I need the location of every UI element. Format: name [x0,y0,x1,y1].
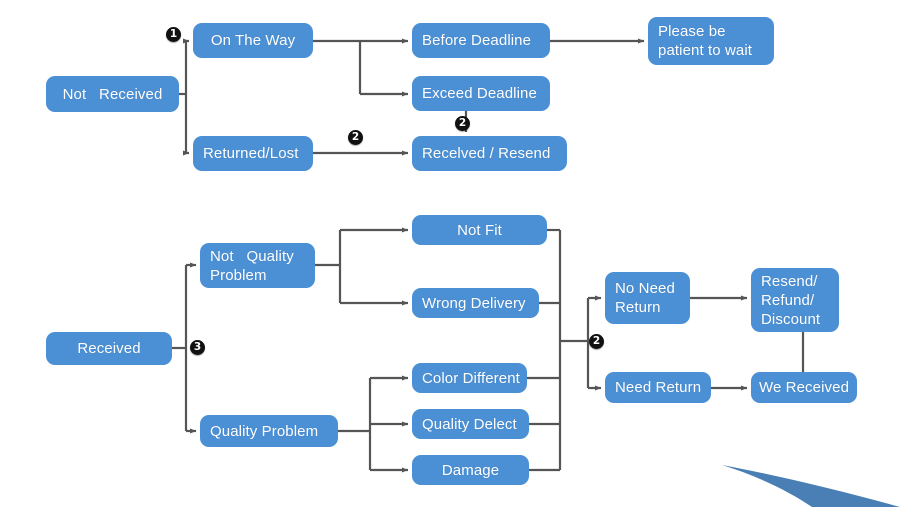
node-exceed-deadline[interactable]: Exceed Deadline [412,76,550,111]
node-label-line1: Please be [658,23,726,40]
node-color-different[interactable]: Color Different [412,363,527,393]
node-please-be-patient[interactable]: Please be patient to wait [648,17,774,65]
node-label: Returned/Lost [203,145,299,162]
node-resend-refund-discount[interactable]: Resend/ Refund/ Discount [751,268,839,332]
node-label-line1: No Need [615,280,675,297]
node-quality-problem[interactable]: Quality Problem [200,415,338,447]
node-label-line2: Refund/ [761,291,815,309]
node-need-return[interactable]: Need Return [605,372,711,403]
node-damage[interactable]: Damage [412,455,529,485]
node-label-line2: Problem [210,266,267,284]
node-on-the-way[interactable]: On The Way [193,23,313,58]
node-label-line2: Return [615,299,661,316]
node-label: Exceed Deadline [422,85,537,102]
node-label-line1: Resend/ [761,272,818,290]
node-label: Need Return [615,379,702,396]
node-label-line2: patient to wait [658,42,753,59]
node-label: Quality Problem [210,422,319,440]
node-before-deadline[interactable]: Before Deadline [412,23,550,58]
node-not-received[interactable]: Not Received [46,76,179,112]
blue-swoosh-icon [722,465,900,507]
node-returned-lost[interactable]: Returned/Lost [193,136,313,171]
marker-1-icon: 1 [166,27,181,42]
node-label: Wrong Delivery [422,294,526,312]
marker-2-top-icon: 2 [348,130,363,145]
node-not-fit[interactable]: Not Fit [412,215,547,245]
node-we-received[interactable]: We Received [751,372,857,403]
node-no-need-return[interactable]: No Need Return [605,272,690,324]
node-label: We Received [758,379,850,396]
node-label: Before Deadline [422,32,532,49]
node-label: Not Received [62,85,163,103]
node-label: Received [77,340,141,357]
node-label-line1: Not Quality [210,247,294,265]
node-label: Recelved / Resend [422,145,551,162]
node-label-line3: Discount [761,310,821,328]
node-wrong-delivery[interactable]: Wrong Delivery [412,288,539,318]
node-label: Color Different [422,369,520,387]
node-quality-defect[interactable]: Quality Delect [412,409,529,439]
node-label: Not Fit [457,221,502,239]
node-not-quality-problem[interactable]: Not Quality Problem [200,243,315,288]
node-label: Quality Delect [422,415,517,433]
node-label: Damage [441,461,500,479]
marker-2-bottom-icon: 2 [589,334,604,349]
node-received-resend[interactable]: Recelved / Resend [412,136,567,171]
node-label: On The Way [210,32,296,49]
marker-2-exceed-icon: 2 [455,116,470,131]
marker-3-icon: 3 [190,340,205,355]
node-received[interactable]: Received [46,332,172,365]
